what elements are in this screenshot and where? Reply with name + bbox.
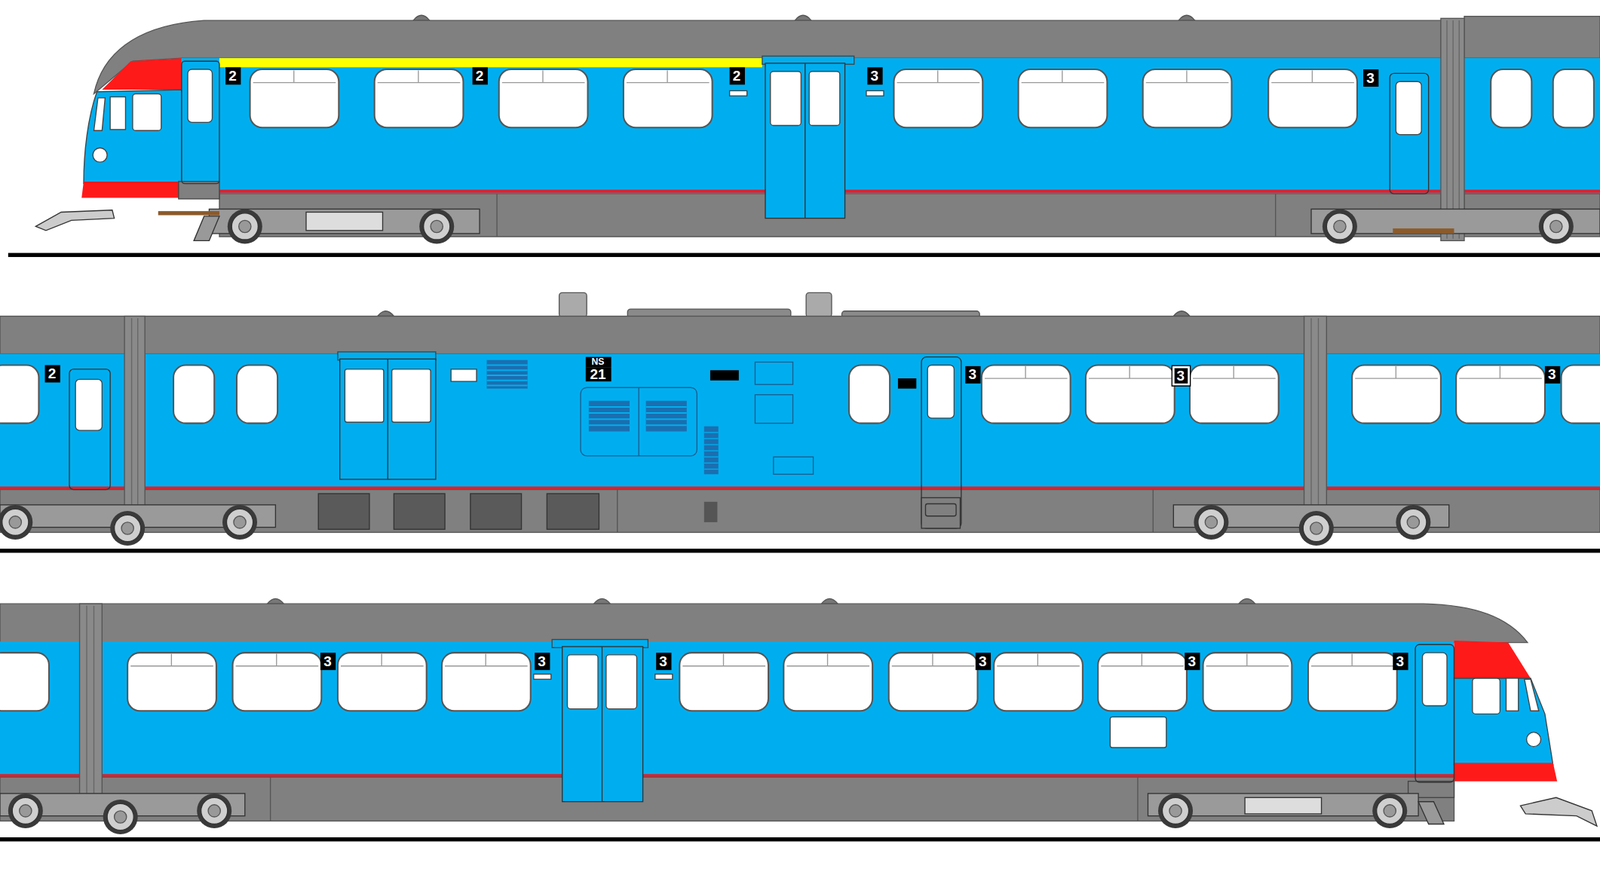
class-number: 3 (974, 652, 991, 670)
class-number: 21 (585, 367, 611, 382)
class-number: NS (585, 357, 611, 368)
class-number: 3 (1544, 365, 1560, 384)
class-number: 3 (319, 652, 335, 670)
class-number: 3 (655, 652, 672, 670)
class-number: 3 (1184, 652, 1200, 670)
class-number: 3 (1362, 68, 1378, 86)
class-number: 3 (867, 67, 883, 85)
class-number: 3 (1171, 365, 1190, 386)
class-number: 3 (965, 365, 981, 384)
class-number: 2 (472, 67, 488, 85)
class-number: 2 (729, 67, 745, 85)
class-number: 2 (224, 67, 240, 85)
class-number: 3 (533, 652, 549, 670)
class-number: 3 (1392, 652, 1408, 670)
class-number: 2 (44, 364, 60, 383)
